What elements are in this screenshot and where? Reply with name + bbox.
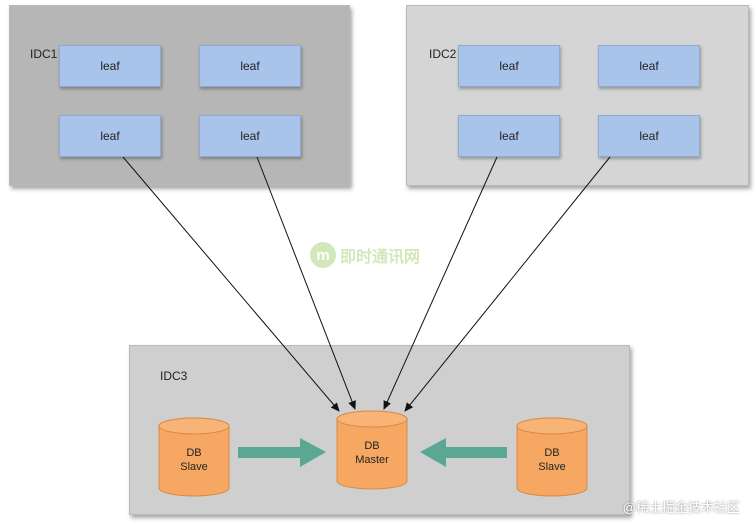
idc1-leaf-2: leaf [199,45,301,87]
idc1-zone: IDC1 leaf leaf leaf leaf [9,5,350,186]
logo-m-icon: m [310,242,336,268]
idc2-leaf-4: leaf [598,115,700,157]
idc2-leaf-2: leaf [598,45,700,87]
db-slave-left-line1: DB [186,447,202,459]
db-slave-left-line2: Slave [180,461,208,473]
center-logo-watermark: m 即时通讯网 [310,242,420,268]
database-cylinder-icon [158,417,230,497]
footer-watermark: @稀土掘金技术社区 [622,500,740,515]
database-cylinder-icon [336,410,408,490]
idc2-leaf-3: leaf [458,115,560,157]
idc1-leaf-3: leaf [59,115,161,157]
db-master-line2: Master [355,454,389,466]
idc1-leaf-4: leaf [199,115,301,157]
db-master: DB Master [336,410,408,490]
db-master-line1: DB [364,440,380,452]
db-slave-right-line2: Slave [538,461,566,473]
idc1-label: IDC1 [30,47,58,61]
idc2-zone: IDC2 leaf leaf leaf leaf [406,5,749,186]
idc1-leaf-1: leaf [59,45,161,87]
db-slave-right: DB Slave [516,417,588,497]
db-slave-left: DB Slave [158,417,230,497]
idc2-leaf-1: leaf [458,45,560,87]
logo-watermark-text: 即时通讯网 [340,249,421,266]
database-cylinder-icon [516,417,588,497]
idc2-label: IDC2 [429,47,457,61]
db-slave-right-line1: DB [544,447,560,459]
idc3-label: IDC3 [160,369,188,383]
